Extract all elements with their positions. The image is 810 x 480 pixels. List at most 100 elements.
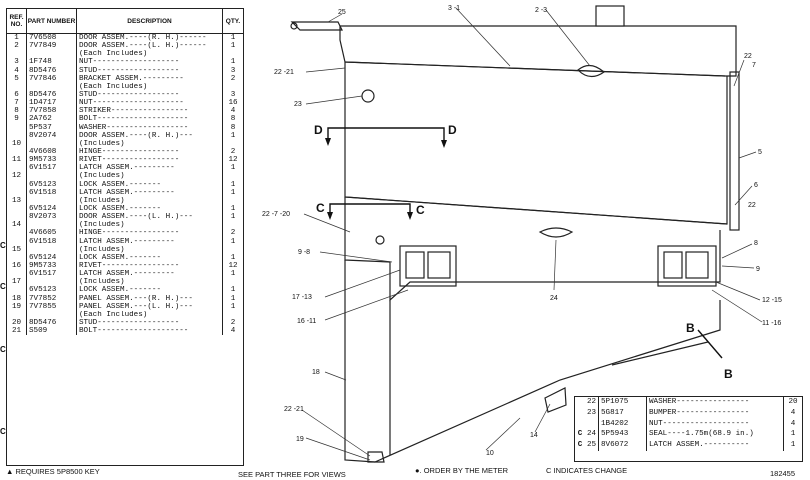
description-cell: LOCK ASSEM.------- <box>77 286 223 295</box>
table-row: 6V5124 LOCK ASSEM.-------1 <box>7 253 243 262</box>
top-box <box>595 5 625 27</box>
qty-cell: 1 <box>230 270 236 279</box>
ref-cell <box>7 229 27 238</box>
part-number-cell: 5P5943 <box>599 429 647 441</box>
ref-cell <box>7 270 27 279</box>
part-number-cell <box>27 82 77 91</box>
part-number-cell: 7V6508 <box>27 34 77 43</box>
door-assembly-diagram: 25 3 -1 2 -3 22 7 22 -21 23 5 6 22 22 -7… <box>262 5 782 463</box>
part-number-cell <box>27 245 77 254</box>
table-row: (Each Includes) <box>7 82 243 91</box>
callout-22-21: 22 -21 <box>274 69 294 76</box>
table-row: (Each Includes) <box>7 310 243 319</box>
footer-change-note: C INDICATES CHANGE <box>546 466 628 475</box>
table-row: 6V5124 LOCK ASSEM.-------1 <box>7 204 243 214</box>
table-row: 14 (Includes) <box>7 221 243 230</box>
part-number-cell: 2A762 <box>27 115 77 124</box>
description-cell: LOCK ASSEM.------- <box>77 253 223 262</box>
latch-tab <box>544 387 567 413</box>
change-mark-cell <box>575 408 585 419</box>
seal-middle <box>538 227 574 238</box>
callout-16-11: 16 -11 <box>297 318 316 325</box>
ref-cell: 14 <box>7 221 27 230</box>
callout-9: 9 <box>756 266 760 273</box>
ref-cell <box>7 204 27 214</box>
callout-22-right: 22 <box>748 202 756 209</box>
qty-cell: 1 <box>230 213 236 222</box>
table-row: 4V6608 HINGE-----------------2 <box>7 147 243 157</box>
ref-cell: 1 <box>7 34 27 43</box>
part-number-cell: 6V5124 <box>27 253 77 262</box>
ref-cell <box>7 310 27 319</box>
description-cell: (Includes) <box>77 196 223 205</box>
section-d-left: D <box>314 123 323 137</box>
description-cell: BOLT-------------------- <box>77 327 223 336</box>
table-row: 6V1517 LATCH ASSEM.---------1 <box>7 270 243 279</box>
description-cell: RIVET----------------- <box>77 261 223 271</box>
change-mark-cell <box>575 397 585 408</box>
qty-cell: 1 <box>790 430 796 439</box>
qty-cell: 1 <box>230 42 236 51</box>
part-number-cell: 1D4717 <box>27 99 77 108</box>
table-row: 6V1518 LATCH ASSEM.---------1 <box>7 188 243 197</box>
qty-cell: 1 <box>230 131 236 140</box>
table-header: REF. NO. PART NUMBER DESCRIPTION QTY. <box>7 9 243 34</box>
ref-cell: 10 <box>7 139 27 148</box>
change-mark-cell: C <box>577 441 583 450</box>
rod-b <box>611 341 709 366</box>
part-number-cell: 7V7855 <box>27 302 77 311</box>
description-cell: (Includes) <box>77 278 223 287</box>
qty-cell: 1 <box>230 204 236 213</box>
part-number-cell: 8V6072 <box>599 440 647 451</box>
hinge-bracket <box>367 451 385 463</box>
qty-cell: 2 <box>230 318 236 327</box>
qty-cell <box>223 50 243 58</box>
callout-23: 23 <box>294 101 302 108</box>
table-row: 15 (Includes) <box>7 245 243 254</box>
qty-cell: 12 <box>228 261 238 270</box>
description-cell: NUT------------------- <box>77 58 223 67</box>
drawing-number: 182455 <box>770 469 796 478</box>
qty-cell: 1 <box>230 286 236 295</box>
part-number-cell <box>27 221 77 230</box>
section-b-line <box>697 329 723 359</box>
part-number-cell: 5P1075 <box>599 397 647 408</box>
description-cell: BUMPER---------------- <box>647 407 784 419</box>
part-number-cell <box>27 139 77 148</box>
latch-right-outline <box>657 245 717 287</box>
qty-cell: 1 <box>230 58 236 67</box>
part-number-cell: 4V6605 <box>27 229 77 238</box>
callout-6: 6 <box>754 182 758 189</box>
description-cell: (Includes) <box>77 172 223 181</box>
description-cell: (Each Includes) <box>77 82 223 91</box>
description-cell: DOOR ASSEM.----(L. H.)------ <box>77 42 223 51</box>
callout-12-15: 12 -15 <box>762 297 782 304</box>
part-number-cell: 5G817 <box>599 407 647 419</box>
description-cell: STUD------------------ <box>77 66 223 75</box>
qty-cell: 1 <box>230 180 236 189</box>
latch-left-outline <box>399 245 457 287</box>
description-cell: RIVET----------------- <box>77 156 223 165</box>
ref-cell <box>585 418 599 430</box>
description-cell: BOLT-------------------- <box>77 115 223 124</box>
footer-key-note: ▲ REQUIRES 5P8500 KEY <box>6 467 100 476</box>
change-mark-cell: C <box>577 430 583 439</box>
part-number-cell: 5P537 <box>27 123 77 132</box>
upper-panel <box>344 62 728 225</box>
qty-cell: 4 <box>790 408 796 417</box>
table-row: 6V1518 LATCH ASSEM.---------1 <box>7 237 243 246</box>
callout-10: 10 <box>486 450 494 457</box>
description-cell: NUT-------------------- <box>77 99 223 108</box>
ref-cell: 24 <box>585 429 599 441</box>
description-cell: PANEL ASSEM.---(R. H.)--- <box>77 294 223 303</box>
